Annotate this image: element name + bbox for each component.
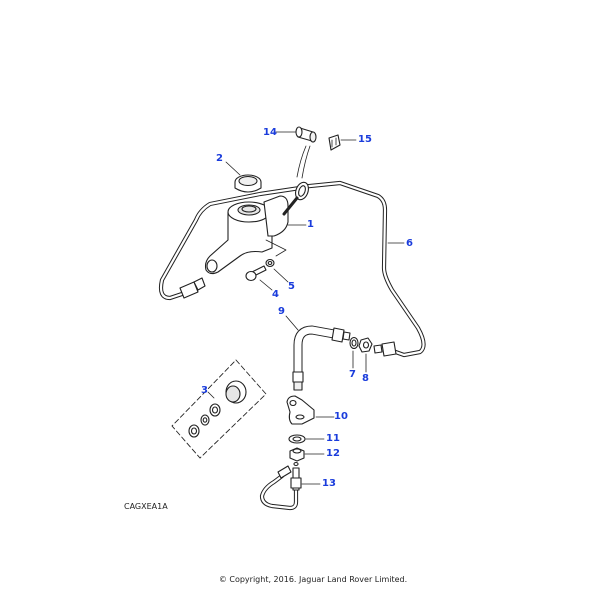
callout-4[interactable]: 4 — [272, 289, 279, 300]
callout-8[interactable]: 8 — [362, 373, 369, 384]
callout-1[interactable]: 1 — [307, 219, 314, 230]
callout-6[interactable]: 6 — [406, 238, 413, 249]
washer-5[interactable] — [265, 258, 275, 268]
illustration-code: CAGXEA1A — [124, 502, 168, 511]
pipe-6[interactable] — [297, 180, 426, 358]
callout-10[interactable]: 10 — [334, 411, 348, 422]
seal-7[interactable] — [349, 336, 359, 350]
callout-5[interactable]: 5 — [288, 281, 295, 292]
nut-12[interactable] — [289, 447, 305, 462]
callout-11[interactable]: 11 — [326, 433, 340, 444]
callout-7[interactable]: 7 — [349, 369, 356, 380]
master-cylinder-1[interactable] — [204, 195, 289, 275]
copyright-notice: © Copyright, 2016. Jaguar Land Rover Lim… — [218, 575, 408, 584]
nut-8[interactable] — [358, 337, 373, 353]
callout-15[interactable]: 15 — [358, 134, 372, 145]
bolt-4[interactable] — [245, 265, 267, 282]
clip-15[interactable] — [328, 134, 341, 151]
callout-12[interactable]: 12 — [326, 448, 340, 459]
repair-kit-3[interactable] — [171, 359, 267, 459]
callout-9[interactable]: 9 — [278, 306, 285, 317]
pipe-13[interactable] — [259, 461, 302, 511]
washer-11[interactable] — [288, 434, 306, 444]
callout-14[interactable]: 14 — [263, 127, 277, 138]
pipe-left — [158, 185, 303, 301]
leader-lines — [207, 131, 405, 485]
callout-13[interactable]: 13 — [322, 478, 336, 489]
clevis-pin-14[interactable] — [295, 126, 317, 143]
bracket-10[interactable] — [286, 395, 315, 425]
callout-3[interactable]: 3 — [201, 385, 208, 396]
reservoir-cap-2[interactable] — [234, 174, 262, 193]
pushrod-eye — [282, 145, 311, 216]
callout-2[interactable]: 2 — [216, 153, 223, 164]
hose-9[interactable] — [292, 325, 351, 391]
